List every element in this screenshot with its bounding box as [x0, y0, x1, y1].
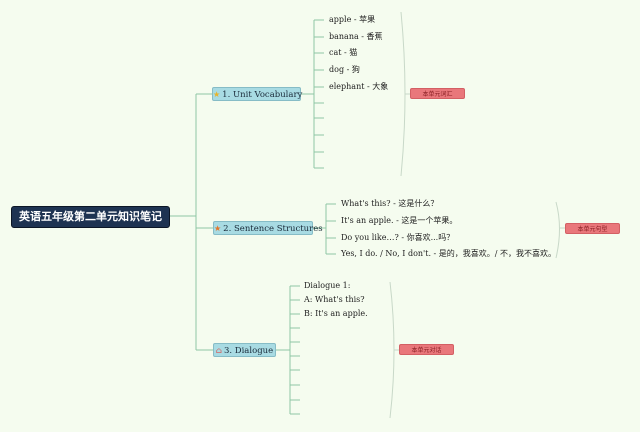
- list-item: Yes, I do. / No, I don't. - 是的，我喜欢。/ 不，我…: [341, 249, 557, 258]
- callout-dialogue[interactable]: 本单元对话: [399, 344, 454, 355]
- topic-label: 1. Unit Vocabulary: [222, 90, 303, 100]
- list-item: B: It's an apple.: [304, 309, 368, 318]
- callout-vocabulary[interactable]: 本单元词汇: [410, 88, 465, 99]
- list-item: cat - 猫: [329, 48, 358, 57]
- topic-dialogue[interactable]: ⌂3. Dialogue: [213, 343, 276, 357]
- star-icon: ★: [213, 90, 221, 99]
- list-item: What's this? - 这是什么？: [341, 199, 439, 208]
- star-icon: ★: [214, 224, 222, 233]
- topic-label: 3. Dialogue: [223, 346, 274, 356]
- list-item: apple - 苹果: [329, 15, 376, 24]
- house-icon: ⌂: [215, 346, 222, 355]
- root-topic[interactable]: 英语五年级第二单元知识笔记: [11, 206, 170, 228]
- list-item: banana - 香蕉: [329, 32, 383, 41]
- list-item: elephant - 大象: [329, 82, 389, 91]
- list-item: Do you like…? - 你喜欢...吗？: [341, 233, 455, 242]
- topic-label: 2. Sentence Structures: [223, 224, 323, 234]
- list-item: dog - 狗: [329, 65, 360, 74]
- topic-unit-vocabulary[interactable]: ★1. Unit Vocabulary: [212, 87, 303, 101]
- list-item: Dialogue 1:: [304, 281, 351, 290]
- topic-sentence-structures[interactable]: ★2. Sentence Structures: [213, 221, 323, 235]
- callout-sentence-structures[interactable]: 本单元句型: [565, 223, 620, 234]
- list-item: It's an apple. - 这是一个苹果。: [341, 216, 458, 225]
- list-item: A: What's this?: [304, 295, 365, 304]
